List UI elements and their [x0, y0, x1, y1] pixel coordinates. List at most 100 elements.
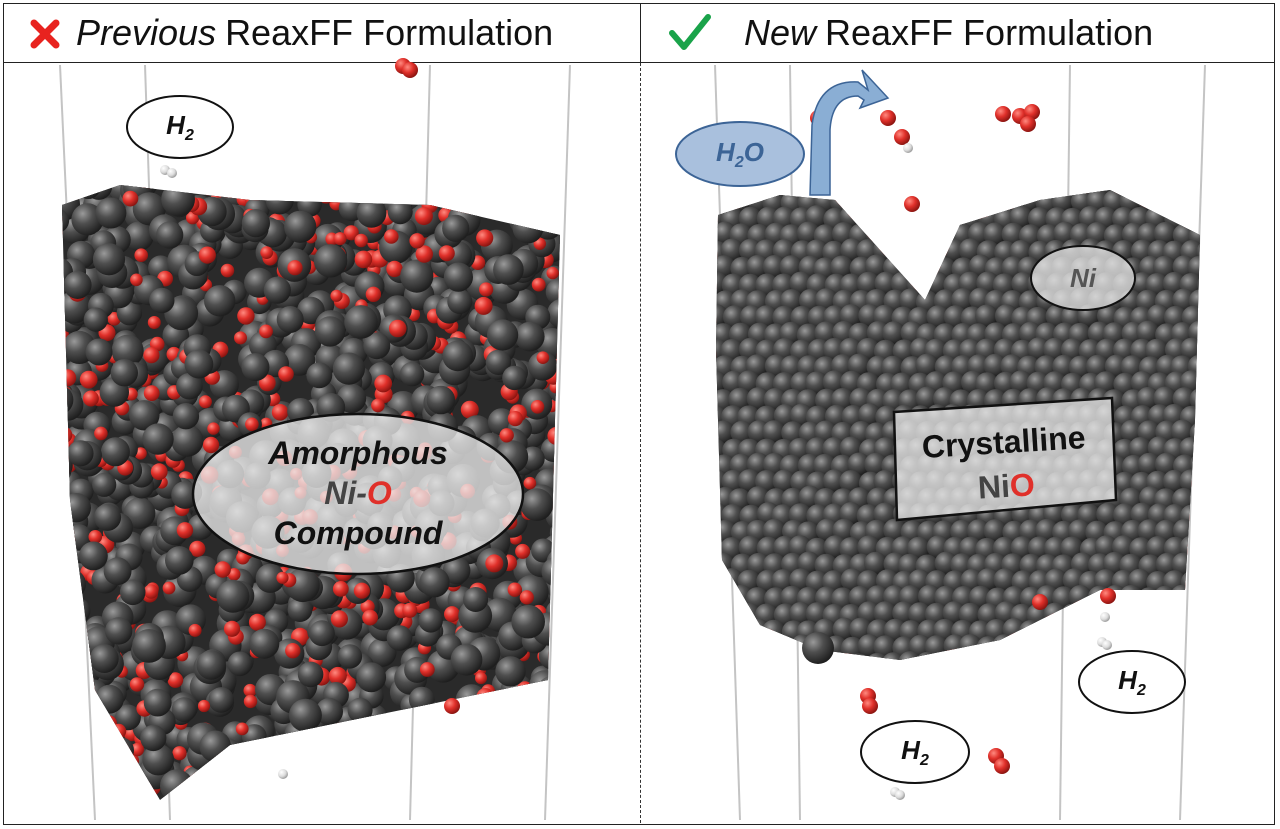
nickel-atom — [773, 404, 797, 427]
nickel-atom — [1096, 502, 1120, 526]
nickel-atom — [68, 713, 103, 747]
nickel-atom — [1196, 339, 1200, 363]
oxygen-atom — [62, 670, 68, 684]
nickel-atom — [1205, 321, 1228, 344]
nickel-atom — [1026, 190, 1050, 196]
nickel-atom — [1010, 536, 1034, 560]
nickel-atom — [1189, 488, 1200, 512]
left-h2-bubble — [126, 95, 234, 159]
right-h2-label-b: H2 — [883, 735, 947, 770]
h2o-base: H — [716, 137, 735, 167]
nickel-atom — [908, 602, 931, 626]
nickel-atom — [124, 221, 154, 252]
oxygen-atom — [775, 190, 787, 194]
nickel-atom — [1069, 619, 1093, 643]
nickel-atom — [475, 693, 505, 722]
oxygen-atom — [904, 196, 920, 212]
oxygen-atom — [236, 551, 250, 565]
oxygen-atom — [555, 564, 560, 579]
oxygen-atom — [62, 720, 76, 736]
oxygen-atom — [457, 701, 473, 716]
nickel-atom — [1019, 652, 1043, 660]
oxygen-atom — [536, 351, 550, 365]
nickel-atom — [447, 289, 473, 314]
oxygen-atom — [62, 730, 79, 747]
red-cross-icon — [30, 19, 60, 49]
nickel-atom — [485, 349, 512, 375]
nickel-atom — [487, 319, 519, 351]
oxygen-atom — [499, 428, 514, 443]
nickel-atom — [311, 794, 343, 800]
nickel-atom — [286, 185, 317, 201]
nickel-atom — [1205, 222, 1228, 245]
nickel-atom — [515, 686, 544, 715]
oxygen-atom — [1032, 594, 1048, 610]
oxygen-atom — [288, 767, 305, 784]
oxygen-atom — [505, 191, 521, 207]
nickel-atom — [858, 403, 881, 427]
nickel-atom — [508, 713, 538, 743]
nickel-atom — [241, 353, 270, 382]
nickel-atom — [1060, 635, 1083, 659]
nickel-atom — [171, 697, 197, 722]
h2o-sub: 2 — [734, 154, 744, 172]
oxygen-atom — [362, 609, 378, 626]
oxygen-atom — [62, 296, 65, 309]
nickel-atom — [1170, 584, 1194, 608]
oxygen-atom — [162, 581, 176, 595]
oxygen-atom — [490, 783, 507, 800]
nickel-atom — [255, 563, 285, 593]
nickel-atom — [976, 568, 1000, 592]
nickel-atom — [62, 493, 92, 523]
oxygen-atom — [519, 706, 534, 722]
nickel-atom — [1155, 190, 1179, 213]
nickel-atom — [334, 778, 362, 800]
nickel-atom — [62, 783, 71, 800]
nickel-atom — [260, 753, 292, 784]
nickel-atom — [75, 738, 102, 765]
oxygen-atom — [516, 708, 534, 726]
nickel-atom — [814, 288, 838, 312]
oxygen-atom — [1100, 588, 1116, 604]
oxygen-atom — [524, 211, 541, 228]
nickel-atom — [515, 321, 545, 352]
oxygen-atom — [716, 610, 718, 622]
nickel-atom — [67, 440, 94, 467]
nickel-atom — [378, 763, 406, 791]
nickel-atom — [235, 185, 262, 196]
oxygen-atom — [269, 753, 283, 767]
nickel-atom — [541, 557, 560, 587]
nickel-atom — [62, 516, 76, 550]
nickel-atom — [762, 518, 786, 542]
left-header-italic: Previous — [76, 12, 217, 53]
nickel-atom — [363, 790, 392, 800]
oxygen-atom — [391, 185, 408, 190]
oxygen-atom — [130, 742, 144, 757]
oxygen-atom — [333, 232, 347, 246]
oxygen-atom — [867, 200, 879, 212]
nickel-atom — [184, 349, 214, 379]
nickel-atom — [518, 779, 546, 800]
crystalline-label: Crystalline NiO — [898, 414, 1113, 515]
nickel-atom — [358, 733, 388, 763]
nickel-atom — [1206, 486, 1229, 509]
nickel-atom — [511, 604, 545, 639]
nickel-atom — [839, 470, 863, 494]
nickel-atom — [281, 794, 310, 800]
amorphous-ni: Ni- — [324, 475, 367, 511]
nickel-atom — [265, 738, 298, 771]
nickel-atom — [1060, 603, 1084, 627]
nickel-atom — [550, 754, 560, 785]
nickel-atom — [62, 439, 73, 469]
nickel-atom — [1068, 355, 1092, 379]
nickel-atom — [287, 597, 313, 622]
nickel-atom — [1035, 651, 1058, 660]
nickel-atom — [332, 352, 365, 385]
oxygen-atom — [147, 316, 161, 329]
header-row — [3, 3, 1275, 63]
nickel-atom — [789, 271, 813, 295]
nickel-atom — [63, 271, 92, 299]
nickel-atom — [276, 306, 304, 333]
oxygen-atom — [139, 185, 156, 190]
nickel-atom — [288, 698, 322, 732]
